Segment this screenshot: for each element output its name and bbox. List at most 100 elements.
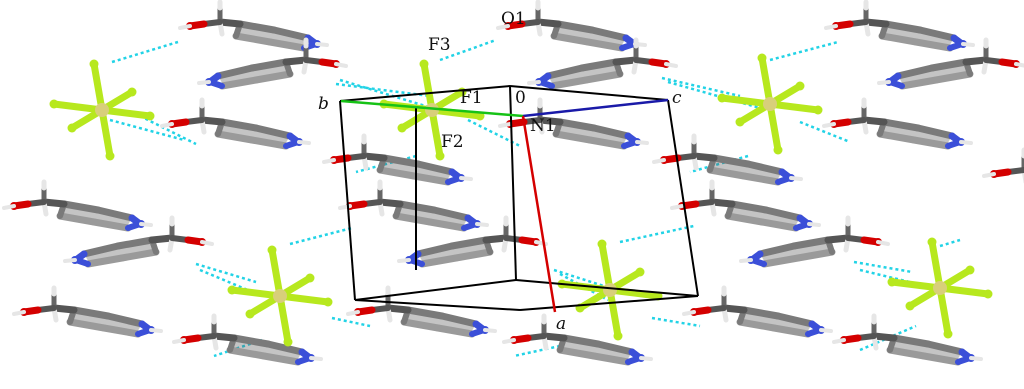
- ring-bond: [114, 236, 156, 250]
- pf6-anion: [379, 59, 485, 161]
- fluorine-atom: [267, 245, 277, 255]
- fluorine-atom: [943, 329, 953, 339]
- hydrogen-bond: [331, 316, 371, 328]
- ring-bond: [544, 64, 586, 80]
- ring-bond: [214, 130, 256, 144]
- axis-c-line: [522, 98, 669, 118]
- cation-molecule: [502, 313, 653, 366]
- oh-bond: [498, 122, 512, 128]
- cation-molecule: [877, 37, 1024, 90]
- atom-label-f1: F1: [460, 88, 483, 108]
- axis-b-line: [340, 99, 524, 118]
- cation-molecule: [197, 37, 348, 90]
- ring-bond: [214, 64, 256, 80]
- ring-bond: [230, 334, 272, 348]
- ring-bond: [548, 76, 590, 90]
- ring-bond: [914, 124, 956, 140]
- cation-molecule: [172, 313, 323, 366]
- fluorine-atom: [635, 267, 645, 277]
- ring-bond: [586, 136, 628, 150]
- fluorine-atom: [49, 99, 59, 109]
- ring-bond: [740, 172, 782, 186]
- fluorine-atom: [127, 87, 137, 97]
- c-bond: [210, 332, 238, 342]
- ring-bond: [264, 340, 306, 356]
- ring-bond: [218, 76, 260, 90]
- ring-bond: [924, 340, 966, 356]
- ring-bond: [590, 352, 632, 366]
- atom-label-f2: F2: [441, 132, 464, 152]
- pf6-anion: [887, 237, 993, 339]
- ring-bond: [236, 20, 278, 34]
- cation-molecule: [739, 215, 890, 268]
- ring-bond: [724, 212, 766, 226]
- fluorine-atom: [735, 117, 745, 127]
- fluorine-atom: [905, 301, 915, 311]
- c-bond: [708, 198, 736, 208]
- c-bond: [50, 304, 78, 314]
- pf-bond: [936, 284, 952, 338]
- nh-bond: [877, 80, 891, 85]
- nh-bond: [397, 258, 411, 263]
- ring-bond: [760, 254, 802, 268]
- oh-bond: [346, 310, 360, 316]
- c-bond: [384, 304, 412, 314]
- hydrogen-bond: [651, 316, 701, 328]
- hydrogen-bond: [553, 268, 611, 290]
- nh-bond: [297, 140, 311, 145]
- fluorine-atom: [613, 331, 623, 341]
- nh-bond: [527, 80, 541, 85]
- fluorine-atom: [89, 59, 99, 69]
- c-bond: [870, 332, 898, 342]
- ring-bond: [60, 200, 102, 214]
- nh-bond: [739, 258, 753, 263]
- oh-bond: [876, 240, 890, 246]
- unit-cell-edge: [339, 100, 356, 301]
- fluorine-atom: [717, 93, 727, 103]
- hydrogen-bond: [339, 78, 433, 110]
- fluorine-atom: [757, 53, 767, 63]
- ring-bond: [794, 248, 836, 262]
- nh-bond: [807, 222, 821, 227]
- ring-bond: [898, 76, 940, 90]
- fluorine-atom: [105, 151, 115, 161]
- ring-bond: [706, 166, 748, 180]
- nh-bond: [959, 140, 973, 145]
- nh-bond: [149, 328, 163, 333]
- fluorine-atom: [813, 105, 823, 115]
- ring-bond: [790, 236, 832, 250]
- fluorine-atom: [283, 337, 293, 347]
- ring-bond: [426, 218, 468, 232]
- ring-bond: [94, 206, 136, 222]
- ring-bond: [550, 32, 592, 46]
- ring-bond: [886, 346, 928, 360]
- fluorine-atom: [927, 237, 937, 247]
- oh-bond: [2, 204, 16, 210]
- pf6-anion: [227, 245, 333, 347]
- ring-bond: [404, 306, 446, 320]
- nh-bond: [789, 176, 803, 181]
- c-bond: [282, 56, 310, 66]
- ring-bond: [434, 324, 476, 338]
- ring-bond: [452, 248, 494, 262]
- fluorine-atom: [67, 123, 77, 133]
- ring-bond: [438, 312, 480, 328]
- oh-bond: [160, 122, 174, 128]
- ring-bond: [756, 242, 798, 258]
- oh-bond: [982, 172, 996, 178]
- unit-cell-edge: [509, 85, 517, 281]
- oh-bond: [334, 62, 348, 68]
- pf-bond: [50, 100, 106, 114]
- fluorine-atom: [419, 59, 429, 69]
- ring-bond: [590, 124, 632, 140]
- ring-bond: [252, 70, 294, 84]
- ring-bond: [56, 212, 98, 226]
- fluorine-atom: [597, 239, 607, 249]
- oh-bond: [822, 122, 836, 128]
- cation-molecule: [982, 147, 1024, 184]
- pf-bond: [766, 100, 782, 154]
- nh-bond: [197, 80, 211, 85]
- ring-bond: [252, 124, 294, 140]
- nh-bond: [483, 328, 497, 333]
